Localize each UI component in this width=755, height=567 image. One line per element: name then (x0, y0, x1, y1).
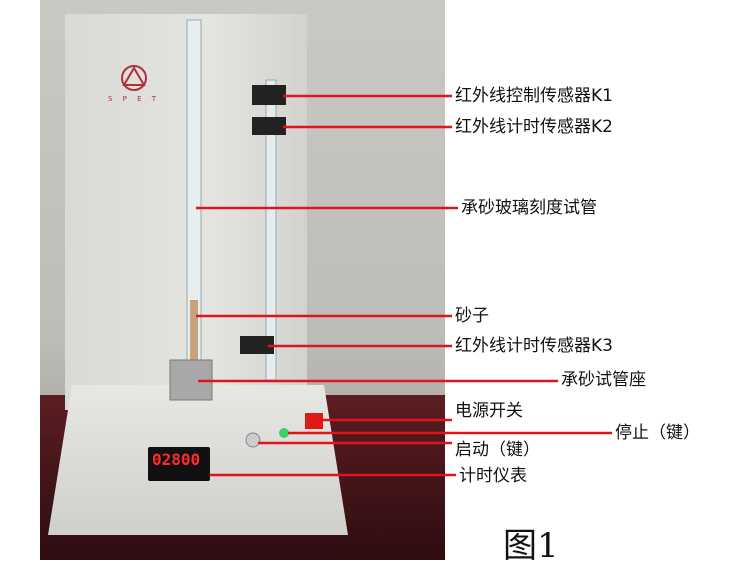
sensor-k1 (252, 85, 286, 105)
figure-caption: 图1 (503, 526, 559, 566)
label-sand: 砂子 (455, 306, 489, 326)
sensor-k3 (240, 336, 274, 354)
spet-logo: S P E T (108, 63, 160, 103)
leader-lines (155, 94, 612, 477)
timer-display: 02800 (148, 447, 210, 481)
label-stop: 停止（键） (615, 423, 700, 443)
label-start: 启动（键） (455, 440, 540, 460)
power-switch (305, 413, 323, 429)
stop-key (279, 428, 289, 438)
label-seat: 承砂试管座 (561, 370, 646, 390)
sand-column (190, 300, 198, 360)
label-tube: 承砂玻璃刻度试管 (461, 198, 597, 218)
label-meter: 计时仪表 (459, 466, 527, 486)
label-power: 电源开关 (455, 401, 523, 421)
sensor-k2 (252, 117, 286, 135)
label-k2: 红外线计时传感器K2 (455, 117, 613, 137)
start-key (245, 432, 261, 448)
instrument-photo (40, 0, 445, 560)
label-k3: 红外线计时传感器K3 (455, 336, 613, 356)
label-k1: 红外线控制传感器K1 (455, 86, 613, 106)
